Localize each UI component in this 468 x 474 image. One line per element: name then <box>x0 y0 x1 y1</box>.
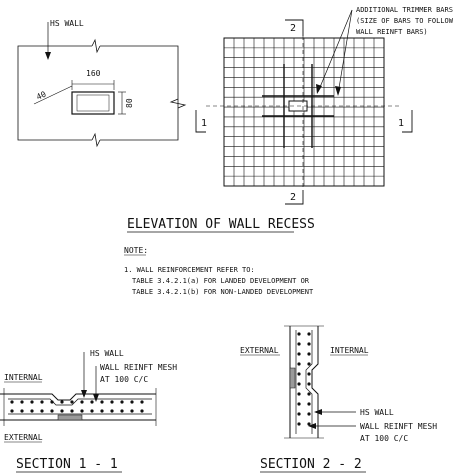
rebar-dot <box>297 412 301 416</box>
section-2-2-title: SECTION 2 - 2 <box>260 457 362 472</box>
rebar-dot <box>307 362 311 366</box>
rebar-dot <box>307 412 311 416</box>
section-cut-2-bottom <box>285 190 304 205</box>
rebar-dot <box>10 409 14 413</box>
section-2-2-wall <box>284 325 324 439</box>
section-cut-1-left <box>195 105 402 133</box>
sec22-hs-wall-label: HS WALL <box>360 408 394 417</box>
sec22-mesh-line1: WALL REINFT MESH <box>360 422 437 431</box>
note-heading: NOTE: <box>124 246 148 255</box>
rebar-dot <box>90 409 94 413</box>
rebar-dot <box>90 400 94 404</box>
recess-opening <box>71 91 115 115</box>
sec22-external-label: EXTERNAL <box>240 346 279 355</box>
sec22-mesh-line2: AT 100 C/C <box>360 434 408 443</box>
hs-wall-label: HS WALL <box>50 19 84 28</box>
rebar-dot <box>10 400 14 404</box>
rebar-dot <box>307 402 311 406</box>
sec11-external-label: EXTERNAL <box>4 433 43 442</box>
trimmer-label-line3: WALL REINFT BARS) <box>356 28 428 36</box>
trimmer-label-line2: (SIZE OF BARS TO FOLLOW <box>356 17 454 25</box>
section-1-1-title: SECTION 1 - 1 <box>16 457 118 472</box>
sec22-internal-label: INTERNAL <box>330 346 369 355</box>
rebar-dot <box>120 400 124 404</box>
rebar-dot <box>297 422 301 426</box>
section-mark-2-top: 2 <box>290 23 296 34</box>
section-1-1-bars <box>10 400 144 413</box>
section-cut-2-top <box>285 19 304 190</box>
rebar-dot <box>80 400 84 404</box>
hs-wall-leader <box>45 22 51 60</box>
dim-offset-label: 40 <box>35 90 48 102</box>
recess-dimensions <box>33 80 126 115</box>
rebar-dot <box>307 382 311 386</box>
note-line-3: TABLE 3.4.2.1(b) FOR NON-LANDED DEVELOPM… <box>132 288 314 296</box>
rebar-dot <box>80 409 84 413</box>
trimmer-leaders <box>316 9 353 96</box>
sec11-mesh-line1: WALL REINFT MESH <box>100 363 177 372</box>
rebar-dot <box>40 400 44 404</box>
rebar-dot <box>140 409 144 413</box>
rebar-dot <box>140 400 144 404</box>
note-line-1: 1. WALL REINFORCEMENT REFER TO: <box>124 266 255 274</box>
rebar-dot <box>70 400 74 404</box>
rebar-dot <box>60 409 64 413</box>
note-line-2: TABLE 3.4.2.1(a) FOR LANDED DEVELOPMENT … <box>132 277 310 285</box>
sec11-internal-label: INTERNAL <box>4 373 43 382</box>
rebar-dot <box>70 409 74 413</box>
section-1-1-wall <box>0 388 157 426</box>
rebar-dot <box>307 342 311 346</box>
rebar-dot <box>110 409 114 413</box>
rebar-dot <box>307 372 311 376</box>
section-1-1-leaders <box>81 352 99 402</box>
rebar-dot <box>297 362 301 366</box>
rebar-dot <box>297 402 301 406</box>
rebar-dot <box>40 409 44 413</box>
section-cut-1-right <box>402 110 413 133</box>
rebar-dot <box>297 342 301 346</box>
rebar-dot <box>307 352 311 356</box>
rebar-dot <box>30 400 34 404</box>
section-mark-1-left: 1 <box>201 118 207 129</box>
elevation-title: ELEVATION OF WALL RECESS <box>127 217 315 232</box>
rebar-dot <box>30 409 34 413</box>
rebar-dot <box>297 372 301 376</box>
rebar-dot <box>100 400 104 404</box>
rebar-dot <box>60 400 64 404</box>
rebar-dot <box>20 409 24 413</box>
rebar-dot <box>100 409 104 413</box>
rebar-dot <box>297 332 301 336</box>
dim-width-label: 160 <box>86 69 101 78</box>
rebar-dot <box>307 332 311 336</box>
rebar-dot <box>130 400 134 404</box>
rebar-dot <box>307 392 311 396</box>
rebar-dot <box>297 352 301 356</box>
elevation-wall-panel <box>17 38 187 148</box>
section-2-2-bars <box>297 332 311 426</box>
section-2-2-leaders <box>308 409 356 429</box>
section-mark-2-bottom: 2 <box>290 192 296 203</box>
rebar-dot <box>130 409 134 413</box>
rebar-dot <box>297 382 301 386</box>
rebar-dot <box>307 422 311 426</box>
sec11-hs-wall-label: HS WALL <box>90 349 124 358</box>
trimmer-label-line1: ADDITIONAL TRIMMER BARS <box>356 6 453 14</box>
section-mark-1-right: 1 <box>398 118 404 129</box>
rebar-dot <box>110 400 114 404</box>
rebar-dot <box>120 409 124 413</box>
rebar-dot <box>20 400 24 404</box>
rebar-dot <box>50 400 54 404</box>
dim-height-label: 80 <box>125 98 134 108</box>
rebar-dot <box>297 392 301 396</box>
sec11-mesh-line2: AT 100 C/C <box>100 375 148 384</box>
rebar-dot <box>50 409 54 413</box>
mesh-grid <box>223 37 385 187</box>
